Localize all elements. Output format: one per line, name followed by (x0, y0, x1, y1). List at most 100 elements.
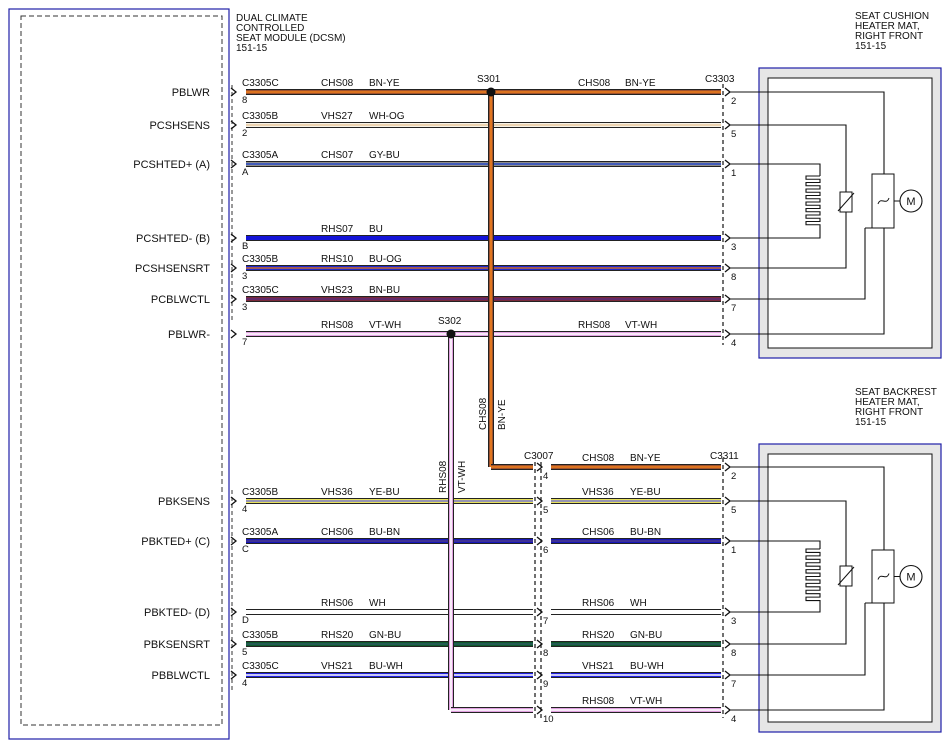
splice-s301-label: S301 (477, 74, 501, 85)
splice-s302-dot (446, 329, 456, 339)
module-pin-arrow (230, 120, 238, 130)
wire-color-label-right: BU-BN (630, 527, 661, 538)
module-pin-name: PBKSENS (158, 496, 210, 508)
harness-pin-arrow (724, 87, 732, 97)
wire-circuit-label: VHS23 (321, 285, 353, 296)
module-pin-number: 8 (242, 95, 247, 106)
inline-pin-arrow (536, 462, 544, 472)
harness-pin-arrow (724, 639, 732, 649)
module-pin-name: PBKTED+ (C) (141, 536, 210, 548)
harness-pin-number: 4 (731, 714, 736, 725)
harness-pin-number: 1 (731, 545, 736, 556)
module-pin-arrow (230, 607, 238, 617)
cushion-coil-feed (730, 163, 821, 176)
cushion-title-line: HEATER MAT, (855, 21, 920, 32)
module-pin-number: 7 (242, 337, 247, 348)
harness-pin-number: 5 (731, 129, 736, 140)
wire-color-label: WH (369, 598, 386, 609)
module-pin-arrow (230, 496, 238, 506)
backrest-sensor-feed (730, 500, 847, 566)
backrest-sensor-return (730, 586, 847, 645)
inline-pin-number: 4 (543, 471, 548, 482)
harness-pin-number: 3 (731, 242, 736, 253)
wire-circuit-label-right: VHS36 (582, 487, 614, 498)
module-title-line: 151-15 (236, 43, 268, 54)
wire-color-label: WH-OG (369, 111, 405, 122)
wire-circuit-label: RHS20 (321, 630, 354, 641)
wire-color-label: BU-WH (369, 661, 403, 672)
wire-color-label: BN-YE (369, 78, 400, 89)
harness-pin-number: 8 (731, 272, 736, 283)
wire-circuit-label: CHS06 (321, 527, 354, 538)
cushion-motor-icon (899, 189, 923, 213)
cushion-motor-label: M (906, 196, 915, 208)
module-pin-name: PBKSENSRT (144, 639, 211, 651)
inline-pin-arrow (536, 705, 544, 715)
connector-c3303-label: C3303 (705, 74, 735, 85)
backrest-coil-feed (730, 540, 821, 549)
module-inner-dashed (20, 15, 223, 726)
wire-color-label-right: BN-YE (625, 78, 656, 89)
wire-color-label: GY-BU (369, 150, 400, 161)
backrest-title-line: 151-15 (855, 417, 887, 428)
splice-s301-dot (486, 87, 496, 97)
module-title-line: CONTROLLED (236, 23, 304, 34)
vertical-circuit-label: RHS08 (438, 460, 449, 493)
wire-circuit-label: RHS07 (321, 224, 354, 235)
wire-color-label: BU-BN (369, 527, 400, 538)
backrest-motor-label: M (906, 572, 915, 584)
module-pin-arrow (230, 87, 238, 97)
module-pin-name: PCBLWCTL (151, 294, 210, 306)
backrest-heater-coil (805, 548, 821, 604)
module-pin-arrow (230, 329, 238, 339)
wire-color-label-right: YE-BU (630, 487, 661, 498)
module-connector-id: C3305B (242, 630, 278, 641)
wire-circuit-label: VHS36 (321, 487, 353, 498)
backrest-coil-return (730, 604, 821, 613)
harness-pin-arrow (724, 329, 732, 339)
wire-color-label: BU (369, 224, 383, 235)
module-pin-arrow (230, 294, 238, 304)
module-pin-name: PCSHTED+ (A) (133, 159, 210, 171)
wire-circuit-label: VHS21 (321, 661, 353, 672)
wire-circuit-label-right: VHS21 (582, 661, 614, 672)
inline-pin-arrow (536, 670, 544, 680)
harness-pin-arrow (724, 607, 732, 617)
cushion-title-line: RIGHT FRONT (855, 31, 923, 42)
module-connector-id: C3305C (242, 285, 279, 296)
wire-circuit-label: VHS27 (321, 111, 353, 122)
vertical-color-label: BN-YE (497, 399, 508, 430)
harness-pin-number: 8 (731, 648, 736, 659)
inline-pin-number: 7 (543, 616, 548, 627)
vertical-circuit-label: CHS08 (478, 397, 489, 430)
module-pin-name: PCSHSENSRT (135, 263, 210, 275)
wire-circuit-label-right: CHS08 (578, 78, 611, 89)
wire-circuit-label-right: RHS08 (578, 320, 611, 331)
module-pin-arrow (230, 159, 238, 169)
wire-color-label: BU-OG (369, 254, 402, 265)
inline-pin-number: 6 (543, 545, 548, 556)
harness-pin-arrow (724, 496, 732, 506)
cushion-coil-return (730, 228, 821, 239)
module-pin-name: PBLWR (172, 87, 210, 99)
inline-pin-number: 5 (543, 505, 548, 516)
module-pin-arrow (230, 670, 238, 680)
harness-pin-number: 7 (731, 303, 736, 314)
vertical-color-label: VT-WH (457, 461, 468, 493)
module-pin-number: D (242, 615, 249, 626)
inline-pin-number: 9 (543, 679, 548, 690)
harness-pin-number: 4 (731, 338, 736, 349)
harness-pin-arrow (724, 536, 732, 546)
wire-circuit-label: CHS08 (321, 78, 354, 89)
wire-color-label-right: BN-YE (630, 453, 661, 464)
cushion-title-line: 151-15 (855, 41, 887, 52)
wire-circuit-label: RHS10 (321, 254, 354, 265)
inline-pin-arrow (536, 496, 544, 506)
wire-color-label: GN-BU (369, 630, 401, 641)
backrest-title-line: HEATER MAT, (855, 397, 920, 408)
inline-pin-number: 10 (543, 714, 554, 725)
module-pin-name: PBBLWCTL (152, 670, 210, 682)
backrest-inner-box (767, 453, 933, 723)
module-pin-name: PBKTED- (D) (144, 607, 210, 619)
